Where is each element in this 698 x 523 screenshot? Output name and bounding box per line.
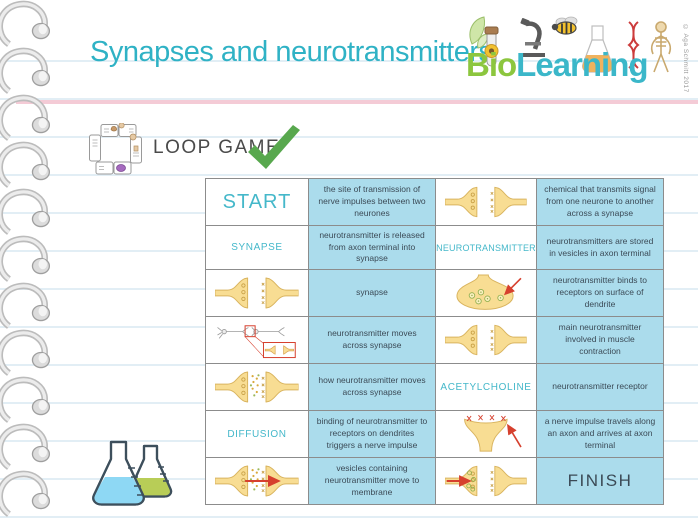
- copyright-text: © Aga Schmitt 2017: [682, 24, 689, 93]
- loop-game-label: LOOP GAME: [153, 137, 281, 158]
- spiral-coil-icon: [0, 0, 54, 47]
- image-cell: [206, 317, 308, 363]
- clue-cell: neurotransmitter receptor: [537, 364, 663, 410]
- flask-doodle-icon: [582, 25, 613, 73]
- clue-cell: synapse: [309, 270, 435, 316]
- clue-cell: the site of transmission of nerve impuls…: [309, 179, 435, 225]
- finish-cell: FINISH: [537, 458, 663, 504]
- synapse-arrow-right-icon: [215, 460, 299, 502]
- image-cell: [436, 411, 536, 457]
- image-cell: [206, 458, 308, 504]
- skeleton-icon: [650, 21, 672, 73]
- synapse-icon: [445, 319, 527, 361]
- loop-game-table: START the site of transmission of nerve …: [205, 178, 664, 505]
- page-title: Synapses and neurotransmitters: [90, 36, 493, 68]
- image-cell: [436, 179, 536, 225]
- clue-cell: chemical that transmits signal from one …: [537, 179, 663, 225]
- clue-cell: neurotransmitter moves across synapse: [309, 317, 435, 363]
- answer-cell: NEUROTRANSMITTER: [436, 226, 536, 269]
- domino-loop-icon: [89, 123, 142, 175]
- logo-learning: Learning: [516, 46, 648, 83]
- answer-cell: SYNAPSE: [206, 226, 308, 269]
- clue-cell: vesicles containing neurotransmitter mov…: [309, 458, 435, 504]
- clue-cell: neurotransmitters are stored in vesicles…: [537, 226, 663, 269]
- clue-cell: how neurotransmitter moves across synaps…: [309, 364, 435, 410]
- spiral-coil-icon: [0, 423, 54, 470]
- spiral-coil-icon: [0, 282, 54, 329]
- spiral-coil-icon: [0, 376, 54, 423]
- biolearning-logo: BioLearning: [464, 14, 680, 98]
- spiral-coil-icon: [0, 329, 54, 376]
- microscope-icon: [520, 18, 545, 57]
- image-cell: [436, 270, 536, 316]
- clue-cell: neurotransmitter binds to receptors on s…: [537, 270, 663, 316]
- spiral-binding: [0, 0, 60, 523]
- image-cell: [436, 458, 536, 504]
- spiral-coil-icon: [0, 235, 54, 282]
- spiral-coil-icon: [0, 141, 54, 188]
- check-icon: [248, 125, 300, 169]
- spiral-coil-icon: [0, 470, 54, 517]
- image-cell: [206, 270, 308, 316]
- spiral-coil-icon: [0, 188, 54, 235]
- answer-cell: DIFFUSION: [206, 411, 308, 457]
- synapse-particles-icon: [215, 366, 299, 408]
- dna-icon: [627, 21, 640, 69]
- neurone-chain-magnifier-icon: [217, 325, 296, 359]
- logo-wordmark: BioLearning: [466, 46, 649, 84]
- spiral-coil-icon: [0, 94, 54, 141]
- start-cell: START: [206, 179, 308, 225]
- image-cell: [206, 364, 308, 410]
- synapse-icon: [445, 181, 527, 223]
- synapse-icon: [215, 272, 299, 314]
- dendrite-receptors-arrow-icon: [464, 414, 522, 452]
- image-cell: [436, 317, 536, 363]
- clue-cell: binding of neurotransmitter to receptors…: [309, 411, 435, 457]
- blue-flask-icon: [92, 440, 145, 506]
- logo-bio: Bio: [466, 46, 517, 83]
- biology-doodles-icon: [469, 16, 672, 73]
- answer-cell: ACETYLCHOLINE: [436, 364, 536, 410]
- bee-icon: [551, 16, 578, 35]
- axon-terminal-vesicles-icon: [456, 274, 522, 310]
- clue-cell: main neurotransmitter involved in muscle…: [537, 317, 663, 363]
- synapse-arrow-vesicles-icon: [445, 460, 527, 502]
- clue-cell: a nerve impulse travels along an axon an…: [537, 411, 663, 457]
- spiral-coil-icon: [0, 47, 54, 94]
- clue-cell: neurotransmitter is released from axon t…: [309, 226, 435, 269]
- flasks-icon: [92, 440, 173, 506]
- margin-rule: [16, 100, 698, 104]
